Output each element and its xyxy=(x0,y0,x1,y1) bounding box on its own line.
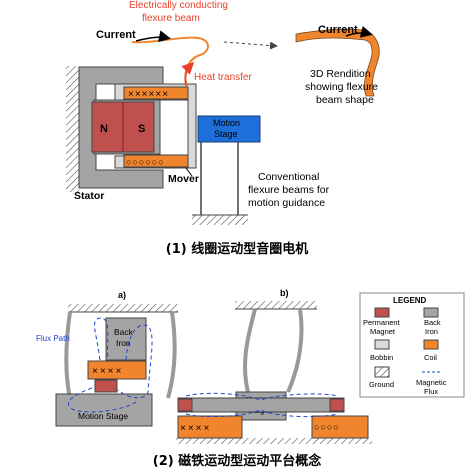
flexure-b-left xyxy=(243,308,257,393)
motion-stage-a-label: Motion Stage xyxy=(78,411,128,421)
coil-b-left-symbols: ×××× xyxy=(180,423,211,434)
legend-title: LEGEND xyxy=(393,296,427,305)
electrically-conducting-label: Electrically conducting xyxy=(129,0,228,11)
coil-b-right-symbols: ○○○○ xyxy=(314,422,340,432)
magnet-b-left xyxy=(177,398,193,412)
coil-a-symbols: ×××× xyxy=(92,366,123,377)
ground-b-bottom xyxy=(176,438,372,444)
legend-magnet: Magnet xyxy=(370,327,396,336)
rendition-arrow xyxy=(223,41,278,50)
conventional-label-1: Conventional xyxy=(258,171,319,183)
flexure-a-right xyxy=(166,311,177,399)
caption-2: (2) 磁铁运动型运动平台概念 xyxy=(152,454,322,469)
current-label: Current xyxy=(96,29,136,41)
legend-iron-swatch xyxy=(423,307,439,318)
legend-magnet-swatch xyxy=(374,307,390,318)
conventional-label-3: motion guidance xyxy=(248,197,325,209)
back-iron-a-label-1: Back xyxy=(114,327,134,337)
magnet-b-right xyxy=(329,398,345,412)
magnet-s-label: S xyxy=(138,123,145,135)
conventional-label-2: flexure beams for xyxy=(248,184,330,196)
motion-stage xyxy=(197,115,261,143)
coil-top-symbols: ×××××× xyxy=(128,89,169,100)
legend-magnetic: Magnetic xyxy=(416,378,447,387)
caption-1: (1) 线圈运动型音圈电机 xyxy=(165,242,309,257)
legend-iron: Iron xyxy=(425,327,438,336)
legend-ground-swatch xyxy=(374,366,390,378)
ground-b xyxy=(235,301,317,309)
back-iron-a xyxy=(105,317,147,361)
ground-a xyxy=(68,304,178,312)
label-a: a) xyxy=(118,290,126,300)
stator-label: Stator xyxy=(74,190,104,202)
flux-path-label: Flux Path xyxy=(36,334,70,343)
rendition-current-arrow xyxy=(345,25,373,38)
current-arrow xyxy=(135,30,171,43)
motion-stage-a xyxy=(55,393,153,427)
rendition-label-3: beam shape xyxy=(316,94,374,106)
mover-pointer xyxy=(185,167,193,177)
flexure-b-right xyxy=(286,308,304,393)
magnet-n-label: N xyxy=(100,123,108,135)
legend-bobbin: Bobbin xyxy=(370,353,393,362)
heat-transfer-arrow xyxy=(181,61,195,87)
legend-coil-swatch xyxy=(423,339,439,350)
legend-bobbin-swatch xyxy=(374,339,390,350)
motion-stage-label-1: Motion xyxy=(213,118,240,128)
back-iron-b xyxy=(177,397,345,413)
heat-transfer-label: Heat transfer xyxy=(194,72,252,83)
coil-a xyxy=(87,360,147,380)
flexure-beam-label: flexure beam xyxy=(142,13,200,24)
flexure-a-left xyxy=(64,311,72,399)
rendition-current-label: Current xyxy=(318,24,358,36)
rendition-label-1: 3D Rendition xyxy=(310,68,371,80)
legend-flux: Flux xyxy=(424,387,438,396)
stator-ground xyxy=(66,66,79,192)
legend-permanent: Permanent xyxy=(363,318,401,327)
flux-path-a xyxy=(68,317,153,413)
rendition-label-2: showing flexure xyxy=(305,81,378,93)
flexure-ground xyxy=(192,215,248,225)
magnet-a xyxy=(94,379,118,393)
legend-back: Back xyxy=(424,318,441,327)
coil-bottom xyxy=(123,154,189,168)
motion-stage-label-2: Stage xyxy=(214,129,238,139)
legend-coil: Coil xyxy=(424,353,437,362)
coil-bottom-symbols: ○○○○○○ xyxy=(126,157,165,167)
label-b: b) xyxy=(280,288,289,298)
coil-top xyxy=(123,86,189,100)
mover-label: Mover xyxy=(168,173,199,185)
back-iron-a-label-2: Iron xyxy=(116,338,131,348)
legend-ground: Ground xyxy=(369,380,394,389)
